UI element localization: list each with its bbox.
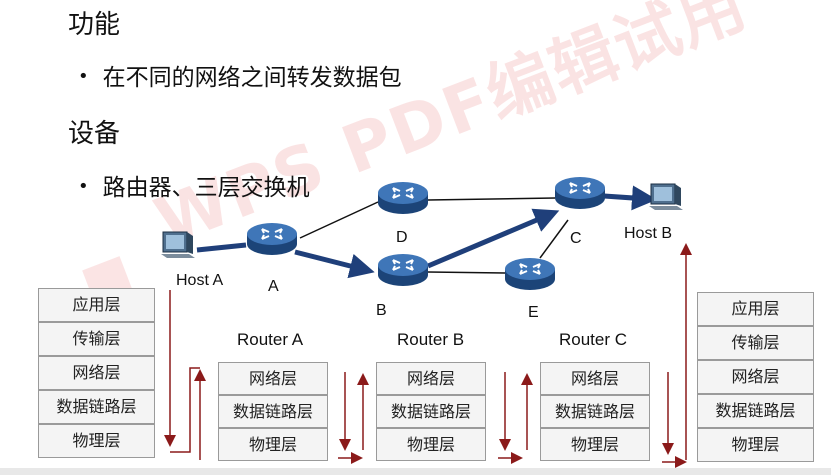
router-d-icon xyxy=(377,181,429,215)
bullet-function-text: 在不同的网络之间转发数据包 xyxy=(102,65,402,91)
bullet-dot-icon: • xyxy=(78,176,89,197)
router-c-icon xyxy=(554,176,606,210)
router-b-icon xyxy=(377,253,429,287)
router-b-title: Router B xyxy=(397,330,465,349)
link-e-c xyxy=(539,219,569,259)
host-b-layer-transport: 传输层 xyxy=(697,326,814,360)
node-d-label: D xyxy=(396,229,408,246)
router-a-title: Router A xyxy=(237,330,304,349)
host-a-icon xyxy=(160,231,196,259)
router-c-title: Router C xyxy=(559,330,628,349)
host-a-layer-network: 网络层 xyxy=(38,356,155,390)
link-a-d xyxy=(299,201,379,239)
router-b-layer-network: 网络层 xyxy=(376,362,486,395)
host-b-layer-datalink: 数据链路层 xyxy=(697,394,814,428)
node-e-label: E xyxy=(528,304,539,321)
router-c-layer-datalink: 数据链路层 xyxy=(540,395,650,428)
node-a-label: A xyxy=(268,278,279,295)
router-b-layer-physical: 物理层 xyxy=(376,428,486,461)
host-b-icon xyxy=(648,183,684,211)
router-c-layer-physical: 物理层 xyxy=(540,428,650,461)
host-a-layer-physical: 物理层 xyxy=(38,424,155,458)
router-a-layer-physical: 物理层 xyxy=(218,428,328,461)
host-a-label: Host A xyxy=(176,272,224,289)
router-a-icon xyxy=(246,222,298,256)
router-e-icon xyxy=(504,257,556,291)
router-b-layer-datalink: 数据链路层 xyxy=(376,395,486,428)
node-c-label: C xyxy=(570,230,582,247)
flow-hosta-to-ra xyxy=(170,367,200,453)
path-hosta-a xyxy=(196,242,247,253)
host-a-layer-application: 应用层 xyxy=(38,288,155,322)
router-c-layer-network: 网络层 xyxy=(540,362,650,395)
host-b-layer-application: 应用层 xyxy=(697,292,814,326)
host-b-label: Host B xyxy=(624,225,673,242)
link-b-e xyxy=(427,271,506,274)
path-c-hostb xyxy=(603,185,657,211)
host-b-layer-network: 网络层 xyxy=(697,360,814,394)
bullet-device: • 路由器、三层交换机 xyxy=(78,168,310,202)
host-a-layer-transport: 传输层 xyxy=(38,322,155,356)
node-b-label: B xyxy=(376,302,387,319)
bottom-divider xyxy=(0,468,831,475)
bullet-device-text: 路由器、三层交换机 xyxy=(102,175,310,201)
host-a-layer-datalink: 数据链路层 xyxy=(38,390,155,424)
bullet-dot-icon: • xyxy=(78,66,89,87)
router-a-layer-network: 网络层 xyxy=(218,362,328,395)
host-b-layer-physical: 物理层 xyxy=(697,428,814,462)
path-a-b xyxy=(294,249,375,279)
heading-function: 功能 xyxy=(68,10,121,40)
link-d-c xyxy=(427,197,556,201)
data-flow xyxy=(164,243,692,468)
bullet-function: • 在不同的网络之间转发数据包 xyxy=(78,58,402,92)
heading-device: 设备 xyxy=(68,119,121,149)
router-a-layer-datalink: 数据链路层 xyxy=(218,395,328,428)
path-b-c xyxy=(427,208,560,269)
